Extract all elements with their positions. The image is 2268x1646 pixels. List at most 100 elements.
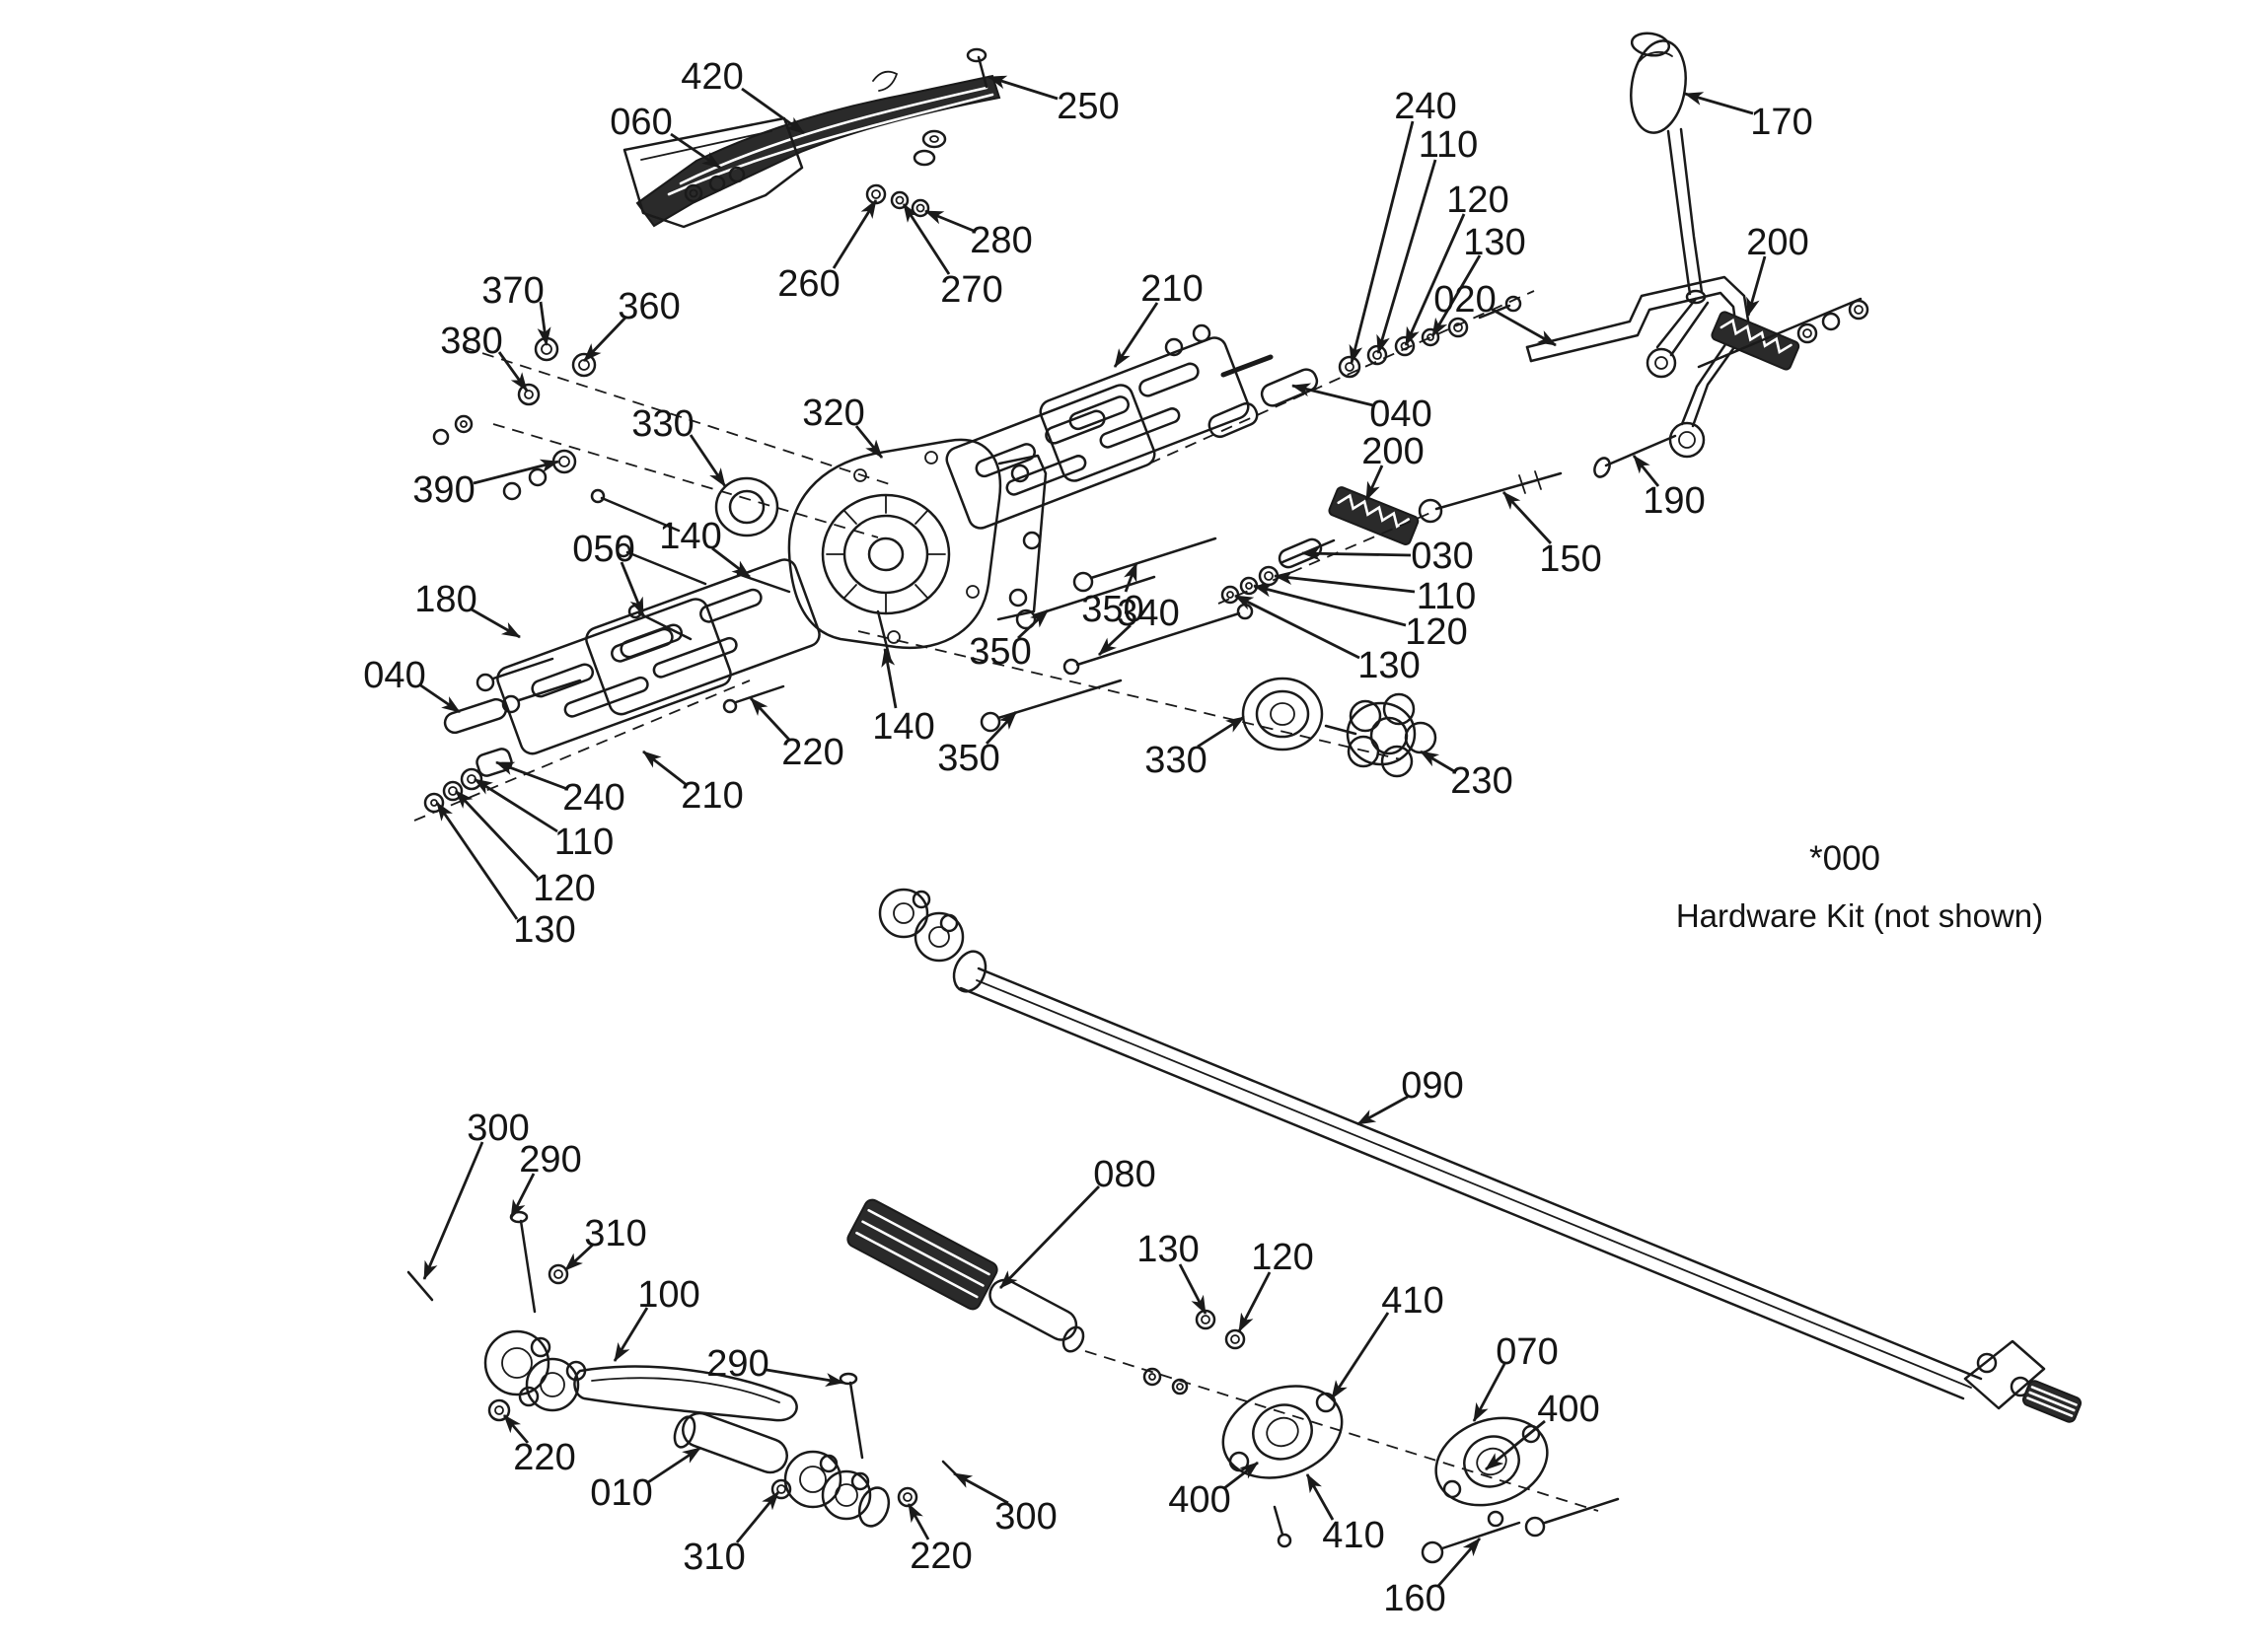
callout-label-220L: 220 <box>781 732 843 773</box>
callout-leader-370 <box>537 301 551 346</box>
callout-label-330u: 330 <box>631 403 694 445</box>
callout-label-310a: 310 <box>584 1213 646 1254</box>
callout-label-350a: 350 <box>1081 589 1143 630</box>
callout-leader-240T <box>1349 120 1415 364</box>
callout-leader-120m <box>1253 583 1407 627</box>
callout-leader-220L <box>749 697 791 741</box>
callout-leader-230 <box>1420 750 1455 773</box>
callout-leader-130b <box>1178 1263 1207 1315</box>
callout-label-230: 230 <box>1450 760 1512 802</box>
callout-leader-020 <box>1492 308 1557 347</box>
callout-leader-010 <box>647 1446 701 1484</box>
part-shift-lever <box>1630 32 1710 379</box>
callout-leader-080 <box>998 1185 1101 1289</box>
callout-leader-040R <box>1291 383 1374 407</box>
part-driveshaft <box>878 888 2083 1423</box>
callout-leader-380 <box>497 351 529 392</box>
callout-leader-270 <box>902 203 951 275</box>
callout-label-100: 100 <box>637 1274 699 1316</box>
callout-label-040L: 040 <box>363 655 425 696</box>
callout-leader-190 <box>1632 455 1660 487</box>
hardware-kit-note: *000 Hardware Kit (not shown) <box>1676 839 2043 934</box>
part-ujoint-tube <box>673 1372 965 1528</box>
part-gearbox-housing <box>627 438 1048 661</box>
part-topleft-hardware <box>432 336 894 586</box>
callout-label-110L: 110 <box>554 822 615 863</box>
callout-label-360: 360 <box>618 286 680 327</box>
callout-label-420: 420 <box>681 56 743 98</box>
callout-leader-180 <box>471 608 521 639</box>
callout-label-240L: 240 <box>562 777 624 819</box>
callout-label-130L: 130 <box>513 909 575 951</box>
callout-leader-150 <box>1501 491 1553 544</box>
callout-label-120T: 120 <box>1446 179 1508 221</box>
hardware-kit-code: *000 <box>1809 839 1880 878</box>
callout-leader-320 <box>854 425 884 459</box>
callout-label-300a: 300 <box>467 1108 529 1149</box>
callout-label-120L: 120 <box>533 868 595 909</box>
callout-label-140u: 140 <box>659 516 721 557</box>
part-bearing-and-coupling <box>857 630 1437 778</box>
callout-label-330w: 330 <box>1144 740 1207 781</box>
callout-leader-170 <box>1684 92 1754 115</box>
callout-leader-300a <box>422 1141 484 1280</box>
callout-leader-120b <box>1237 1271 1272 1332</box>
callout-leader-210u <box>1113 302 1159 368</box>
callout-leader-110L <box>474 777 558 833</box>
callout-leader-310b <box>735 1491 780 1543</box>
callout-label-110T: 110 <box>1419 124 1479 166</box>
callout-label-320: 320 <box>802 393 864 434</box>
callout-label-290b: 290 <box>706 1343 768 1385</box>
callout-label-130b: 130 <box>1136 1229 1199 1270</box>
part-flange-bearing-2 <box>1421 1416 1620 1564</box>
callout-leader-260 <box>832 199 878 269</box>
callout-leader-330w <box>1197 715 1245 749</box>
callout-label-050: 050 <box>572 529 634 570</box>
callout-label-140w: 140 <box>872 706 934 748</box>
callout-leader-200m <box>1364 465 1384 501</box>
callout-leader-250 <box>988 75 1059 101</box>
part-left-mount-plates <box>413 558 821 822</box>
callout-leader-410a <box>1330 1312 1390 1399</box>
callout-label-290a: 290 <box>519 1139 581 1181</box>
callout-label-070: 070 <box>1496 1331 1558 1373</box>
callout-leader-390 <box>473 459 559 485</box>
part-drawings <box>406 32 2083 1564</box>
callout-leader-110m <box>1274 571 1416 594</box>
callout-leader-210L <box>642 750 688 787</box>
callout-leader-070 <box>1472 1363 1506 1422</box>
callout-leader-220b <box>907 1503 930 1540</box>
part-belt-guard <box>622 47 1001 229</box>
callout-label-400R: 400 <box>1537 1389 1599 1430</box>
callout-label-310b: 310 <box>683 1537 745 1578</box>
callout-label-120m: 120 <box>1405 611 1467 653</box>
callout-leader-310a <box>564 1243 594 1272</box>
callout-label-190: 190 <box>1643 480 1705 522</box>
callout-label-370: 370 <box>481 270 544 312</box>
callout-label-200R: 200 <box>1746 222 1808 263</box>
callout-leader-110T <box>1376 159 1437 354</box>
callout-label-160: 160 <box>1383 1578 1445 1619</box>
callout-label-220a: 220 <box>513 1437 575 1478</box>
callout-leader-330u <box>689 434 727 487</box>
callout-label-300b: 300 <box>994 1496 1057 1538</box>
callout-label-380: 380 <box>440 321 502 362</box>
callout-label-260: 260 <box>777 263 840 305</box>
callout-leader-220a <box>502 1414 530 1444</box>
callout-leader-040L <box>418 682 461 714</box>
callout-leader-420 <box>741 87 805 135</box>
callout-leader-090 <box>1356 1095 1409 1126</box>
callout-leader-120L <box>454 790 540 879</box>
callout-label-110m: 110 <box>1417 576 1477 617</box>
callout-leader-120T <box>1404 213 1466 346</box>
callout-label-280: 280 <box>970 220 1032 261</box>
callout-leader-360 <box>582 317 627 362</box>
callout-leader-300b <box>953 1471 1009 1505</box>
part-axle-hardware <box>1148 290 1535 465</box>
callout-label-390: 390 <box>412 469 475 511</box>
part-ujoint-lever <box>406 1210 798 1422</box>
callout-label-180: 180 <box>414 579 476 620</box>
